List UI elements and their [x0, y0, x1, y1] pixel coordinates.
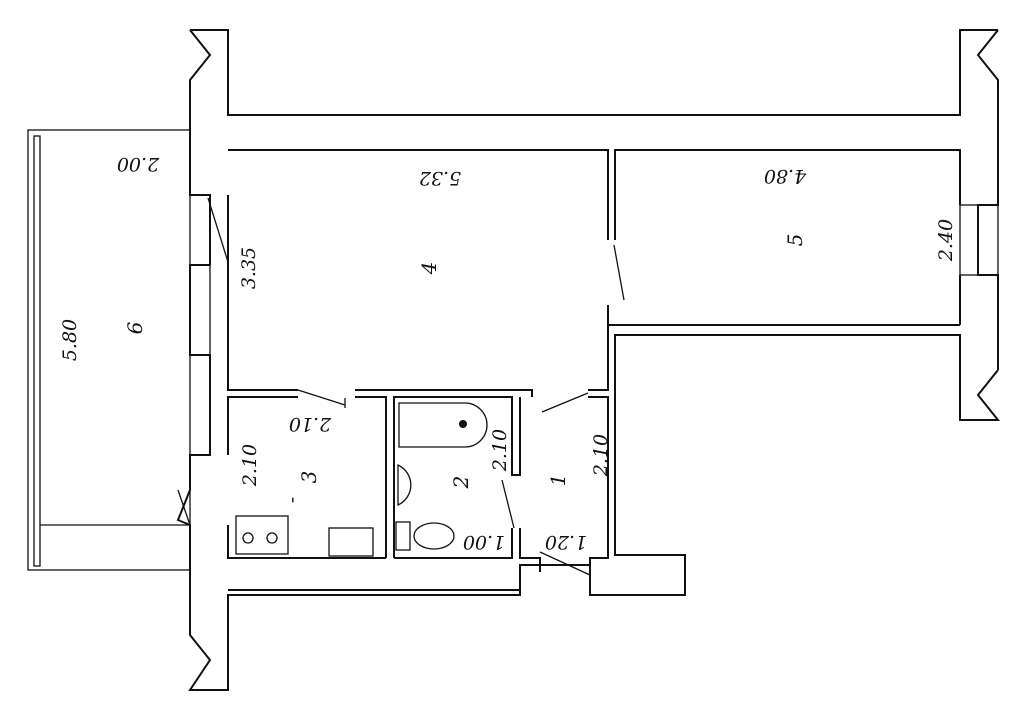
kitchen-left [227, 396, 298, 455]
fixtures [235, 402, 488, 557]
dim-room6-depth: 5.80 [59, 319, 81, 361]
dim-room4-width: 5.32 [419, 167, 461, 189]
balcony-outline [27, 129, 191, 571]
dim-room2-width: 1.00 [463, 531, 505, 553]
room4-left [227, 195, 298, 391]
door-balcony-lower [177, 489, 191, 526]
hall-left-bottom [519, 528, 541, 572]
room-3-number: 3 [297, 471, 321, 484]
balcony-rail [33, 135, 41, 567]
door-entrance [539, 551, 591, 576]
dim-room2-depth: 2.10 [489, 429, 511, 472]
dim-room3-depth: 2.10 [239, 444, 261, 487]
room5-top [614, 149, 961, 240]
toilet-icon [413, 522, 455, 550]
dim-room1-depth: 2.10 [590, 434, 612, 477]
room-2-number: 2 [449, 476, 473, 490]
right-wall [976, 29, 999, 370]
room4-top [228, 149, 609, 240]
lower-walls [176, 264, 1001, 691]
door-room5 [613, 244, 625, 301]
dim-room1-width: 1.20 [545, 531, 587, 553]
door-kitchen [297, 389, 346, 406]
bath-walls [393, 396, 521, 558]
sink-icon [397, 463, 412, 507]
dim-room3-width: 2.10 [289, 413, 332, 435]
kitchen-bottom [227, 525, 386, 559]
room-6-number: 6 [123, 321, 147, 334]
drain [459, 420, 467, 428]
hall-right [588, 396, 609, 575]
room-1-number: 1 [546, 474, 570, 487]
window-left [189, 264, 211, 356]
kitchen-mark: - [281, 497, 303, 503]
bath-bottom [394, 528, 513, 559]
door-bath [501, 479, 515, 529]
burner [242, 532, 254, 544]
dim-room4-depth: 3.35 [238, 247, 260, 289]
room-5-number: 5 [783, 234, 807, 247]
labels: 2.00 5.32 4.80 4 5 2.40 3.35 6 5.80 2.10… [59, 153, 957, 553]
bathtub-icon [398, 402, 488, 448]
kitchen-right-wall [355, 396, 387, 558]
door-room6 [207, 197, 229, 263]
balcony [27, 129, 999, 571]
burner [266, 532, 278, 544]
dim-room5-depth: 2.40 [935, 219, 957, 262]
hall-top [588, 325, 609, 391]
left-break-top [189, 29, 212, 265]
bath-top [355, 389, 533, 397]
stove-icon [235, 515, 289, 555]
dim-room6-width: 2.00 [117, 153, 160, 175]
doors [177, 197, 625, 576]
room5-bottom [607, 305, 960, 326]
door-room4 [541, 392, 589, 413]
window-right [959, 204, 999, 276]
kitchen-sink-icon [328, 527, 374, 557]
top-wall [190, 29, 998, 116]
room-4-number: 4 [417, 262, 441, 276]
toilet-tank [395, 521, 411, 551]
walls [176, 29, 1001, 691]
dim-room5-width: 4.80 [764, 165, 807, 187]
